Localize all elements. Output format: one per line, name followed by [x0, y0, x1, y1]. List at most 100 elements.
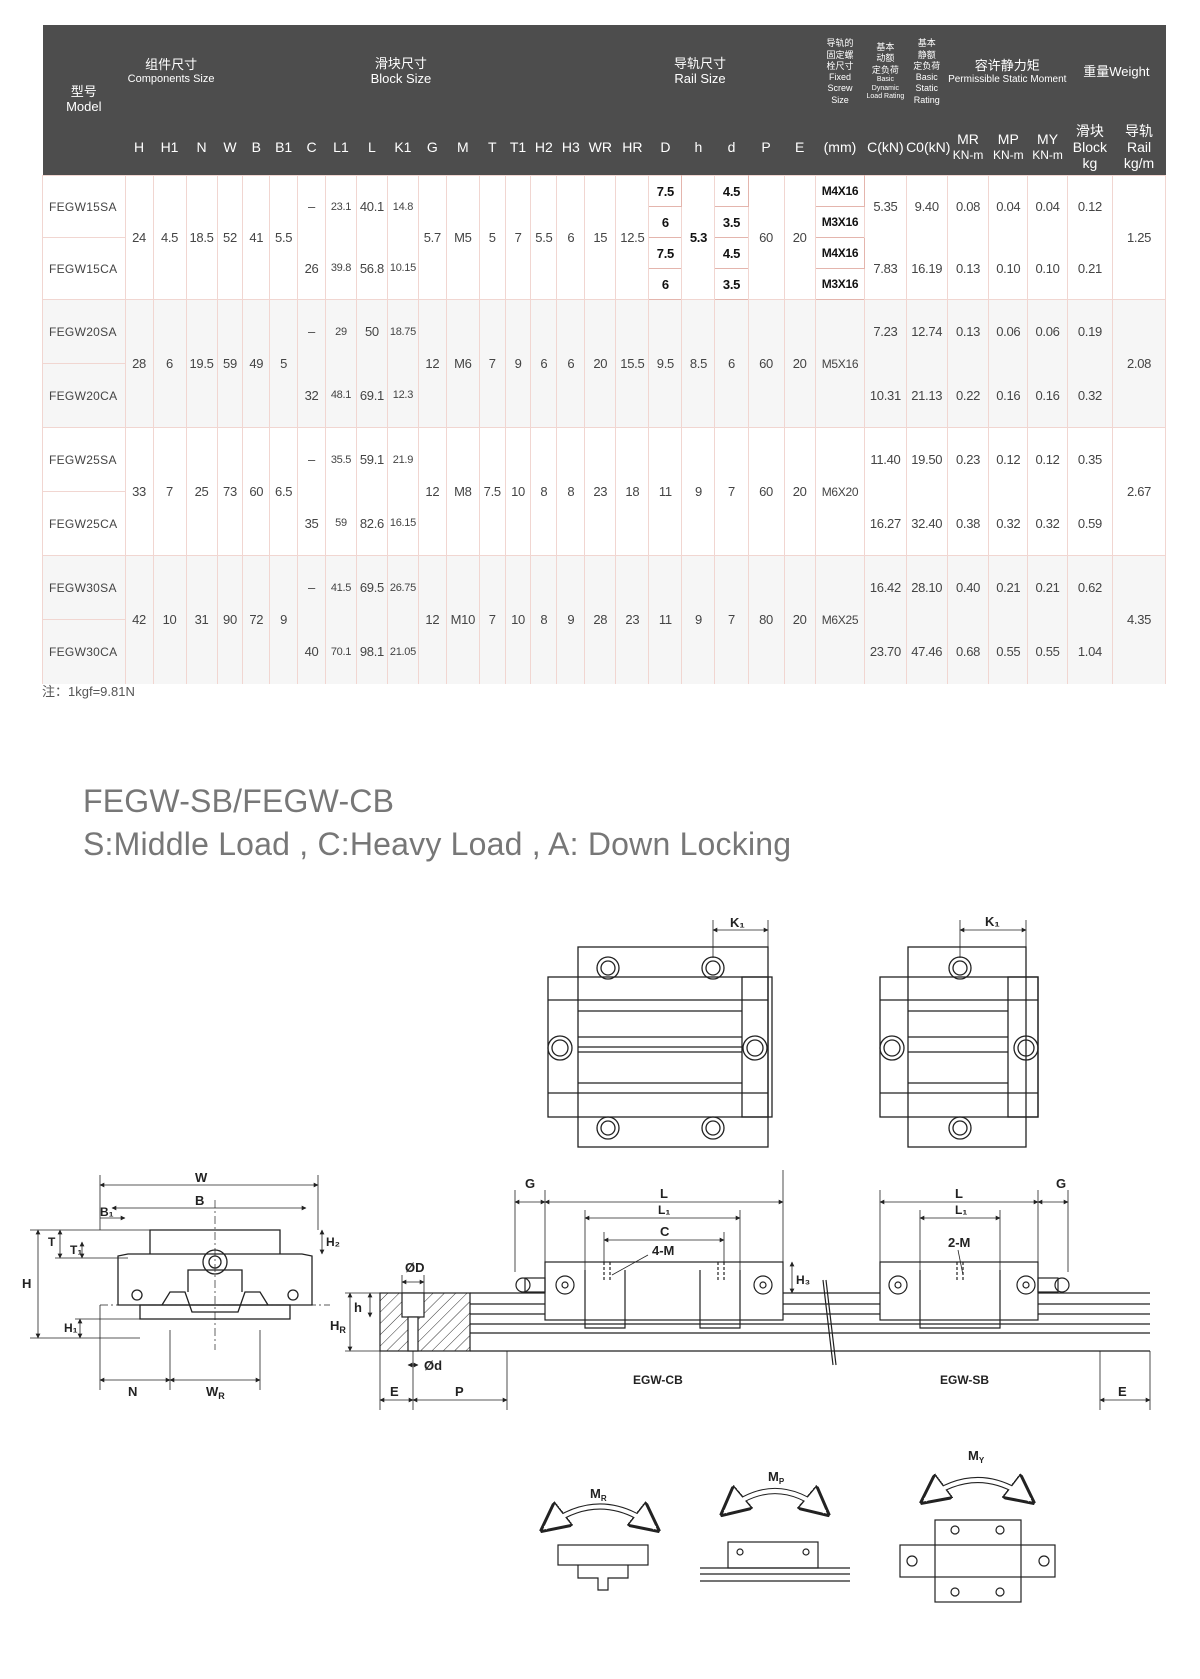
cell: 59 — [324, 491, 357, 556]
dim-h-label: H — [22, 1276, 31, 1291]
cell: 12.3 — [386, 363, 419, 428]
cell: 28 — [124, 299, 154, 428]
cell: 10 — [504, 555, 532, 684]
dim-hr-label: HR — [330, 1318, 346, 1335]
cell: 0.06 — [1027, 299, 1068, 364]
cell: 18.5 — [185, 175, 218, 300]
model-cell: FEGW25SA — [42, 427, 126, 492]
cell: 5.5 — [530, 175, 558, 300]
cell: 56.8 — [355, 237, 388, 300]
col-t1: T1 — [505, 119, 531, 176]
dim-l-label: L — [660, 1186, 668, 1201]
cell: 60 — [747, 299, 785, 428]
cell: 0.32 — [1027, 491, 1068, 556]
cell: 0.32 — [988, 491, 1029, 556]
cell: 39.8 — [324, 237, 357, 300]
dim-t-label: T — [48, 1235, 56, 1249]
dim-h2-label: H₂ — [326, 1235, 340, 1249]
cell: 12.5 — [615, 175, 650, 300]
cell: 9 — [681, 427, 716, 556]
cell: 8 — [530, 427, 558, 556]
dim-e-label: E — [390, 1384, 399, 1399]
cell: 25 — [185, 427, 218, 556]
cell: 18 — [615, 427, 650, 556]
cell: 0.10 — [988, 237, 1029, 300]
cell: 0.59 — [1066, 491, 1114, 556]
cell: 7 — [478, 555, 506, 684]
cell: 12.74 — [905, 299, 948, 364]
cell: 0.04 — [988, 175, 1029, 238]
unit-note: 注：1kgf=9.81N — [42, 684, 135, 699]
load-legend: S:Middle Load , C:Heavy Load , A: Down L… — [83, 826, 792, 862]
cell: 16.27 — [864, 491, 907, 556]
dim-e-right-label: E — [1118, 1384, 1127, 1399]
cell: 5 — [478, 175, 506, 300]
cell: 21.9 — [386, 427, 419, 492]
cell: 6 — [648, 268, 683, 300]
cell: 7 — [504, 175, 532, 300]
cell: 21.13 — [905, 363, 948, 428]
cell: 2.67 — [1112, 427, 1166, 556]
cell: 4.5 — [714, 237, 749, 269]
cell: 9.40 — [905, 175, 948, 238]
col-h2: H2 — [530, 119, 557, 176]
dim-g-label: G — [525, 1176, 535, 1191]
dim-wr-label: WR — [206, 1384, 225, 1401]
cell: 40 — [297, 619, 326, 684]
dim-n-label: N — [128, 1384, 137, 1399]
dim-p-label: P — [455, 1384, 464, 1399]
cell: 0.16 — [988, 363, 1029, 428]
cell: 12 — [417, 299, 447, 428]
cell: 26 — [297, 237, 326, 300]
cell: M10 — [445, 555, 480, 684]
cell: 82.6 — [355, 491, 388, 556]
cell: 0.55 — [988, 619, 1029, 684]
dim-w-label: W — [195, 1170, 208, 1185]
cell: 0.10 — [1027, 237, 1068, 300]
col-k1: K1 — [387, 119, 419, 176]
cell: 59 — [216, 299, 244, 428]
cell: 0.38 — [946, 491, 990, 556]
cell: 0.12 — [1027, 427, 1068, 492]
cell: 7.23 — [864, 299, 907, 364]
cell: 3.5 — [714, 206, 749, 238]
cell: 10 — [504, 427, 532, 556]
group-fegw15: FEGW15SA 24 4.5 18.5 52 41 5.5 – 23.1 40… — [42, 175, 1166, 300]
cell: M4X16 — [814, 175, 866, 207]
cell: M5X16 — [814, 299, 866, 428]
cell: 23 — [615, 555, 650, 684]
cell: 6 — [152, 299, 187, 428]
col-l: L — [356, 119, 388, 176]
model-cell: FEGW15CA — [42, 237, 126, 300]
cell: 7.5 — [648, 175, 683, 207]
cell: 7 — [152, 427, 187, 556]
cell: M6X20 — [814, 427, 866, 556]
cell: 98.1 — [355, 619, 388, 684]
cell: 16.15 — [386, 491, 419, 556]
cell: 0.21 — [1027, 555, 1068, 620]
model-cell: FEGW20SA — [42, 299, 126, 364]
cell: 9 — [504, 299, 532, 428]
cell: 10.15 — [386, 237, 419, 300]
dim-h-rail-label: h — [354, 1300, 362, 1315]
cell: 60 — [242, 427, 271, 556]
cell: 9.5 — [648, 299, 683, 428]
model-cell: FEGW15SA — [42, 175, 126, 238]
col-d-upper: D — [648, 119, 682, 176]
moment-mr-label: MR — [590, 1486, 607, 1503]
cell: 11 — [648, 427, 683, 556]
cell: 5.35 — [864, 175, 907, 238]
cell: 20 — [584, 299, 617, 428]
cell: 23.1 — [324, 175, 357, 238]
dim-k1-label: K₁ — [730, 915, 745, 930]
cell: 29 — [324, 299, 357, 364]
cell: 19.5 — [185, 299, 218, 428]
moment-mr-diagram — [545, 1507, 655, 1591]
label-egw-sb: EGW-SB — [940, 1373, 989, 1387]
cell: 20 — [783, 175, 816, 300]
cell: 73 — [216, 427, 244, 556]
